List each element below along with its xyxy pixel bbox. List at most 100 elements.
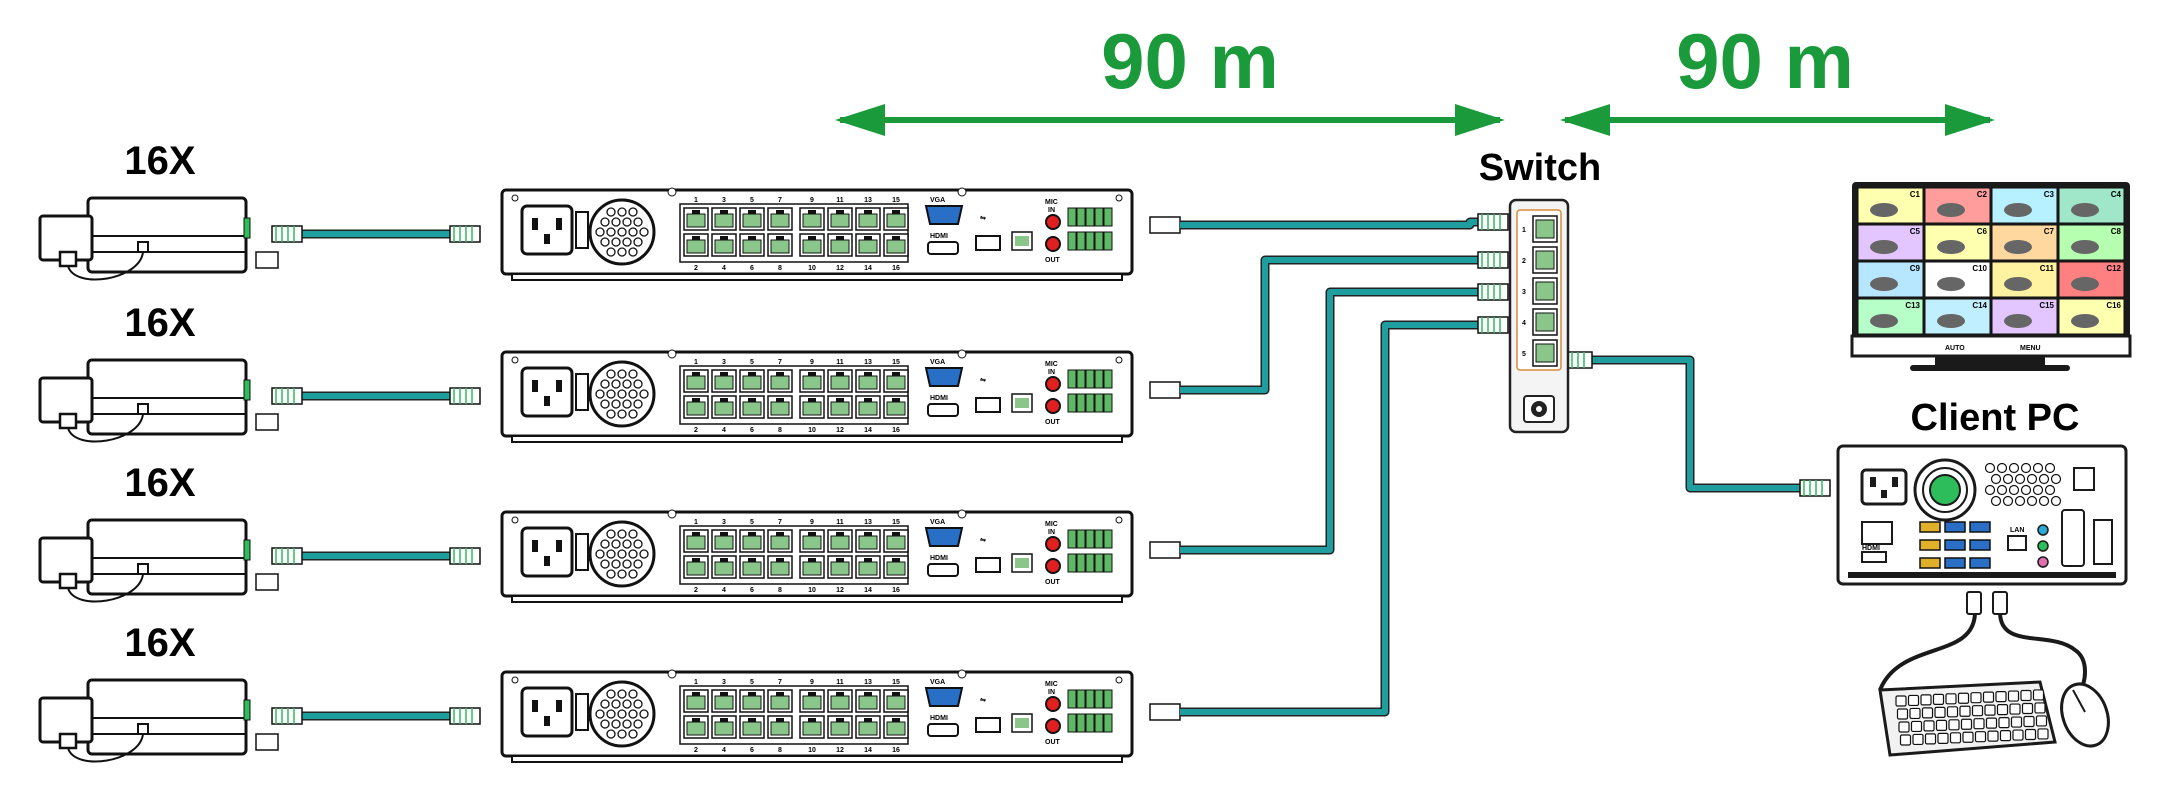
ethernet-port-icon <box>767 529 793 553</box>
terminal-block <box>1067 393 1113 413</box>
audio-in-jack <box>1045 376 1061 392</box>
usb-icon: ⇋ <box>980 696 986 704</box>
ethernet-port-icon <box>883 529 909 553</box>
ethernet-port-icon <box>799 233 825 257</box>
camera-tile: C9 <box>1857 261 1924 298</box>
port-number-label: 2 <box>694 747 698 754</box>
port-number-label: 3 <box>722 519 726 526</box>
camera-tile: C13 <box>1857 298 1924 335</box>
ethernet-port-icon <box>739 233 765 257</box>
port-number-label: 16 <box>892 265 900 272</box>
out-label: OUT <box>1045 257 1061 264</box>
camera-nvr-rows: 16X12345678910111213141516VGAHDMI⇋MICINO… <box>38 139 1181 763</box>
pc-switch <box>2073 467 2095 491</box>
port-number-label: 15 <box>892 359 900 366</box>
usb-plug-icon <box>1966 591 1982 615</box>
ethernet-port-icon <box>799 689 825 713</box>
port-number-label: 13 <box>864 197 872 204</box>
camera-icon <box>38 678 279 763</box>
port-number-label: 6 <box>750 587 754 594</box>
switch-port: 1 <box>1522 215 1558 243</box>
ethernet-port-icon <box>883 689 909 713</box>
camera-tile-label: C11 <box>2040 264 2055 273</box>
audio-line-out <box>2037 540 2049 552</box>
usb-port-icon <box>1944 557 1966 569</box>
port-number-label: 8 <box>778 587 782 594</box>
vga-label: VGA <box>930 359 945 366</box>
pc-hdmi-label: HDMI <box>1862 545 1880 552</box>
port-number-label: 1 <box>694 359 698 366</box>
port-number-label: 2 <box>694 427 698 434</box>
pc-expansion-slot <box>2061 509 2085 567</box>
peripherals <box>1878 591 2110 757</box>
rj45-plug-icon <box>271 225 303 243</box>
in-label: IN <box>1048 369 1055 376</box>
switch-port-number: 4 <box>1522 320 1526 327</box>
camera-tile-label: C5 <box>1910 227 1921 236</box>
power-switch <box>575 533 589 571</box>
terminal-block <box>1067 529 1113 549</box>
port-number-label: 13 <box>864 359 872 366</box>
mic-label: MIC <box>1045 521 1058 528</box>
rj45-plug-icon <box>1477 316 1509 334</box>
camera-tile: C15 <box>1991 298 2058 335</box>
hdmi-port-icon <box>927 563 959 577</box>
rj45-plug-icon <box>449 225 481 243</box>
vga-port-icon <box>924 687 964 707</box>
port-number-label: 8 <box>778 427 782 434</box>
ethernet-port-icon <box>739 369 765 393</box>
audio-in-jack <box>1045 536 1061 552</box>
port-number-label: 16 <box>892 587 900 594</box>
switch-port-number: 2 <box>1522 258 1526 265</box>
port-number-label: 14 <box>864 587 872 594</box>
hdmi-label: HDMI <box>930 555 948 562</box>
usb-port-icon <box>1919 539 1941 551</box>
switch-port: 2 <box>1522 246 1558 274</box>
port-number-label: 9 <box>810 519 814 526</box>
out-label: OUT <box>1045 739 1061 746</box>
port-number-label: 3 <box>722 197 726 204</box>
ethernet-port-icon <box>827 233 853 257</box>
power-switch <box>575 211 589 249</box>
port-number-label: 13 <box>864 519 872 526</box>
camera-tile-label: C12 <box>2106 264 2121 273</box>
power-switch <box>575 373 589 411</box>
ethernet-port-icon <box>855 207 881 231</box>
ethernet-port-icon <box>855 715 881 739</box>
hdmi-label: HDMI <box>930 233 948 240</box>
usb-port-icon <box>1944 539 1966 551</box>
ethernet-port-icon <box>883 369 909 393</box>
ethernet-port-icon <box>683 555 709 579</box>
port-number-label: 11 <box>836 679 844 686</box>
switch-label: Switch <box>1479 147 1601 189</box>
camera-icon <box>38 196 279 281</box>
monitor-stand <box>1910 365 2070 371</box>
port-number-label: 5 <box>750 359 754 366</box>
ethernet-port-icon <box>711 395 737 419</box>
vga-label: VGA <box>930 519 945 526</box>
usb-port-icon <box>975 557 1001 573</box>
vga-port-icon <box>924 367 964 387</box>
ethernet-port-icon <box>739 555 765 579</box>
port-number-label: 1 <box>694 679 698 686</box>
port-number-label: 5 <box>750 519 754 526</box>
audio-in-jack <box>1045 696 1061 712</box>
in-label: IN <box>1048 207 1055 214</box>
pc-power-socket <box>1860 468 1908 506</box>
camera-tile: C12 <box>2058 261 2125 298</box>
camera-tile-label: C9 <box>1910 264 1921 273</box>
hdmi-label: HDMI <box>930 395 948 402</box>
port-number-label: 7 <box>778 197 782 204</box>
terminal-block <box>1067 231 1113 251</box>
ethernet-port-icon <box>883 233 909 257</box>
pc-dvi-port <box>1861 521 1893 545</box>
ethernet-port-icon <box>855 529 881 553</box>
audio-out-jack <box>1045 236 1061 252</box>
switch-port-number: 5 <box>1522 351 1526 358</box>
hdmi-port-icon <box>927 241 959 255</box>
uplink-plugs <box>1477 213 1831 497</box>
keyboard-cable <box>1878 611 1977 691</box>
rj45-plug-icon <box>449 547 481 565</box>
